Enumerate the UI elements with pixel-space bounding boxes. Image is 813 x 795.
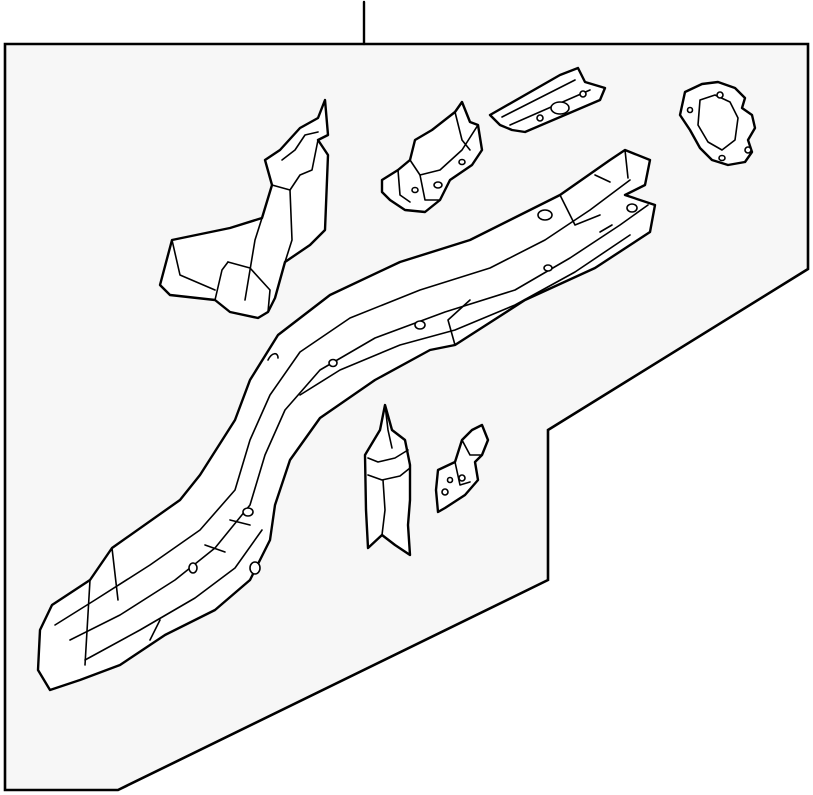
rear-frame-rail <box>36 148 657 692</box>
curved-channel-bracket <box>363 403 412 557</box>
corner-gusset <box>678 80 757 167</box>
background-panel <box>3 42 810 792</box>
seat-support-bracket <box>158 98 330 320</box>
upper-center-bracket <box>380 100 484 214</box>
flat-reinforcement-plate <box>488 66 607 134</box>
small-mounting-bracket <box>434 423 490 514</box>
